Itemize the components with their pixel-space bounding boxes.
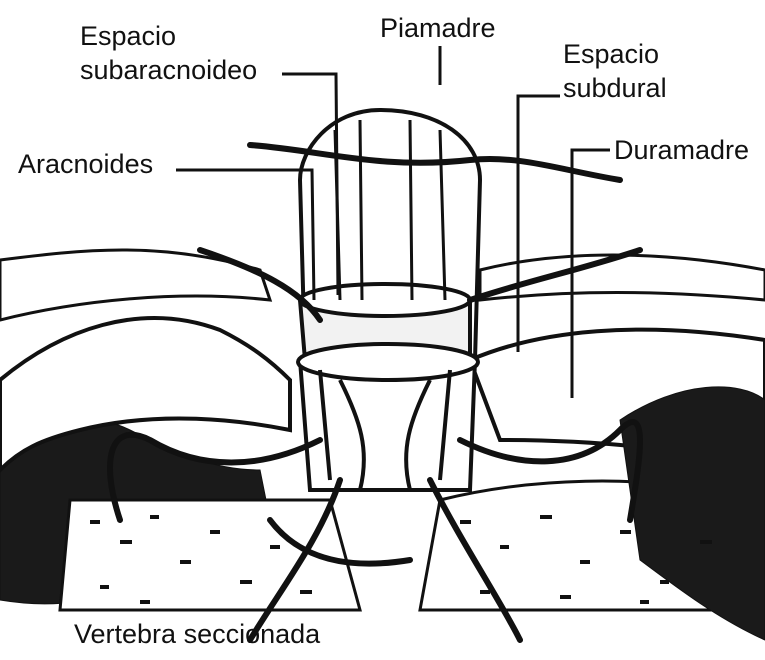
label-subaracnoideo: subaracnoideo xyxy=(80,54,257,86)
label-espacio-line1: Espacio xyxy=(80,20,176,52)
label-piamadre: Piamadre xyxy=(380,12,496,44)
label-vertebra-seccionada: Vertebra seccionada xyxy=(74,618,320,650)
spinal-cord xyxy=(298,110,480,490)
label-duramadre: Duramadre xyxy=(614,134,749,166)
label-subdural: subdural xyxy=(563,72,667,104)
leader-espacio-subdural xyxy=(518,96,560,352)
label-aracnoides: Aracnoides xyxy=(18,148,153,180)
label-espacio-line2: Espacio xyxy=(563,38,659,70)
